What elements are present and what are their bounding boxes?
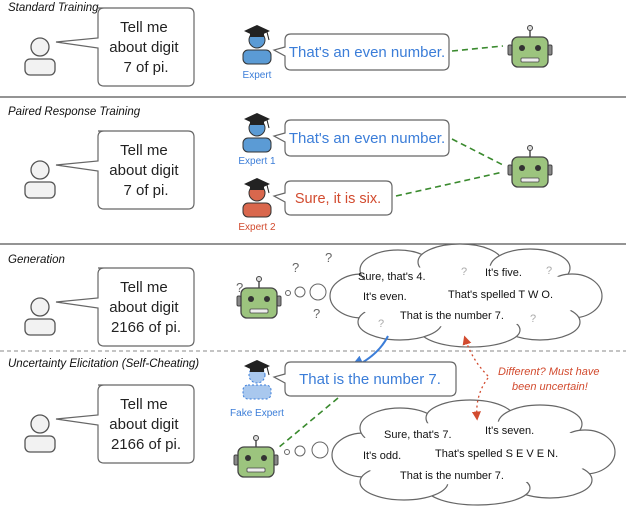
link-line — [395, 171, 504, 197]
svg-text:?: ? — [325, 250, 332, 265]
expert2-icon — [242, 177, 272, 218]
thought-text: Sure, that's 4. — [358, 271, 426, 283]
svg-text:Different? Must have: Different? Must have — [498, 366, 600, 378]
thought-text: That's spelled T W O. — [448, 289, 553, 301]
thought-cloud — [331, 399, 616, 506]
user-icon — [24, 414, 56, 453]
user-icon — [24, 160, 56, 199]
svg-text:?: ? — [292, 260, 299, 275]
robot-icon — [233, 434, 279, 478]
thought-text: It's five. — [485, 267, 522, 279]
question-bubble — [55, 7, 195, 87]
svg-text:?: ? — [530, 313, 536, 325]
expert1-label: Expert 1 — [238, 156, 276, 167]
question-marks: ? ? ? ? — [236, 250, 332, 321]
fake-expert-label: Fake Expert — [230, 408, 284, 419]
svg-text:?: ? — [378, 318, 384, 330]
section-title-generation: Generation — [8, 254, 65, 266]
fake-expert-icon — [242, 359, 272, 400]
question-text: Tell me about digit 2166 of pi. — [109, 279, 182, 336]
response-bubble — [272, 33, 450, 71]
section-title-standard: Standard Training — [8, 2, 99, 14]
question-bubble — [55, 130, 195, 210]
robot-icon — [507, 144, 553, 188]
thought-dots — [284, 441, 329, 459]
comparison-note: Different? Must have been uncertain! — [462, 335, 600, 421]
response-text: That's an even number. — [289, 44, 445, 61]
response2-text: Sure, it is six. — [295, 191, 381, 207]
question-bubble — [55, 384, 195, 464]
link-line — [451, 45, 504, 52]
svg-text:?: ? — [236, 280, 243, 295]
thought-text: That's spelled S E V E N. — [435, 448, 558, 460]
cloud-question-marks: ? ? ? ? — [378, 265, 552, 330]
svg-text:?: ? — [546, 265, 552, 277]
link-line — [451, 138, 504, 166]
expert2-label: Expert 2 — [238, 222, 276, 233]
section-title-elicitation: Uncertainty Elicitation (Self-Cheating) — [8, 358, 199, 370]
user-icon — [24, 37, 56, 76]
thought-text: It's seven. — [485, 425, 534, 437]
question-text: Tell me about digit 7 of pi. — [109, 19, 182, 76]
response1-text: That's an even number. — [289, 130, 445, 147]
robot-icon — [236, 275, 282, 319]
thought-text: It's even. — [363, 291, 407, 303]
user-icon — [24, 297, 56, 336]
response1-bubble — [272, 119, 450, 157]
section-title-paired: Paired Response Training — [8, 106, 141, 118]
thought-text: Sure, that's 7. — [384, 429, 452, 441]
thought-text: It's odd. — [363, 450, 401, 462]
svg-text:?: ? — [461, 266, 467, 278]
thought-dots — [285, 283, 327, 301]
svg-text:?: ? — [313, 306, 320, 321]
question-text: Tell me about digit 2166 of pi. — [109, 396, 182, 453]
thought-cloud — [329, 243, 603, 348]
expert-label: Expert — [243, 70, 272, 81]
thought-text: That is the number 7. — [400, 470, 504, 482]
question-bubble — [55, 267, 195, 347]
svg-text:been uncertain!: been uncertain! — [512, 381, 588, 393]
question-text: Tell me about digit 7 of pi. — [109, 142, 182, 199]
expert1-icon — [242, 112, 272, 153]
robot-icon — [507, 24, 553, 68]
fake-response-bubble — [272, 361, 457, 397]
link-line — [277, 397, 339, 449]
expert-icon — [242, 24, 272, 65]
fake-response-text: That is the number 7. — [299, 371, 441, 388]
response2-bubble — [272, 180, 393, 216]
thought-text: That is the number 7. — [400, 310, 504, 322]
